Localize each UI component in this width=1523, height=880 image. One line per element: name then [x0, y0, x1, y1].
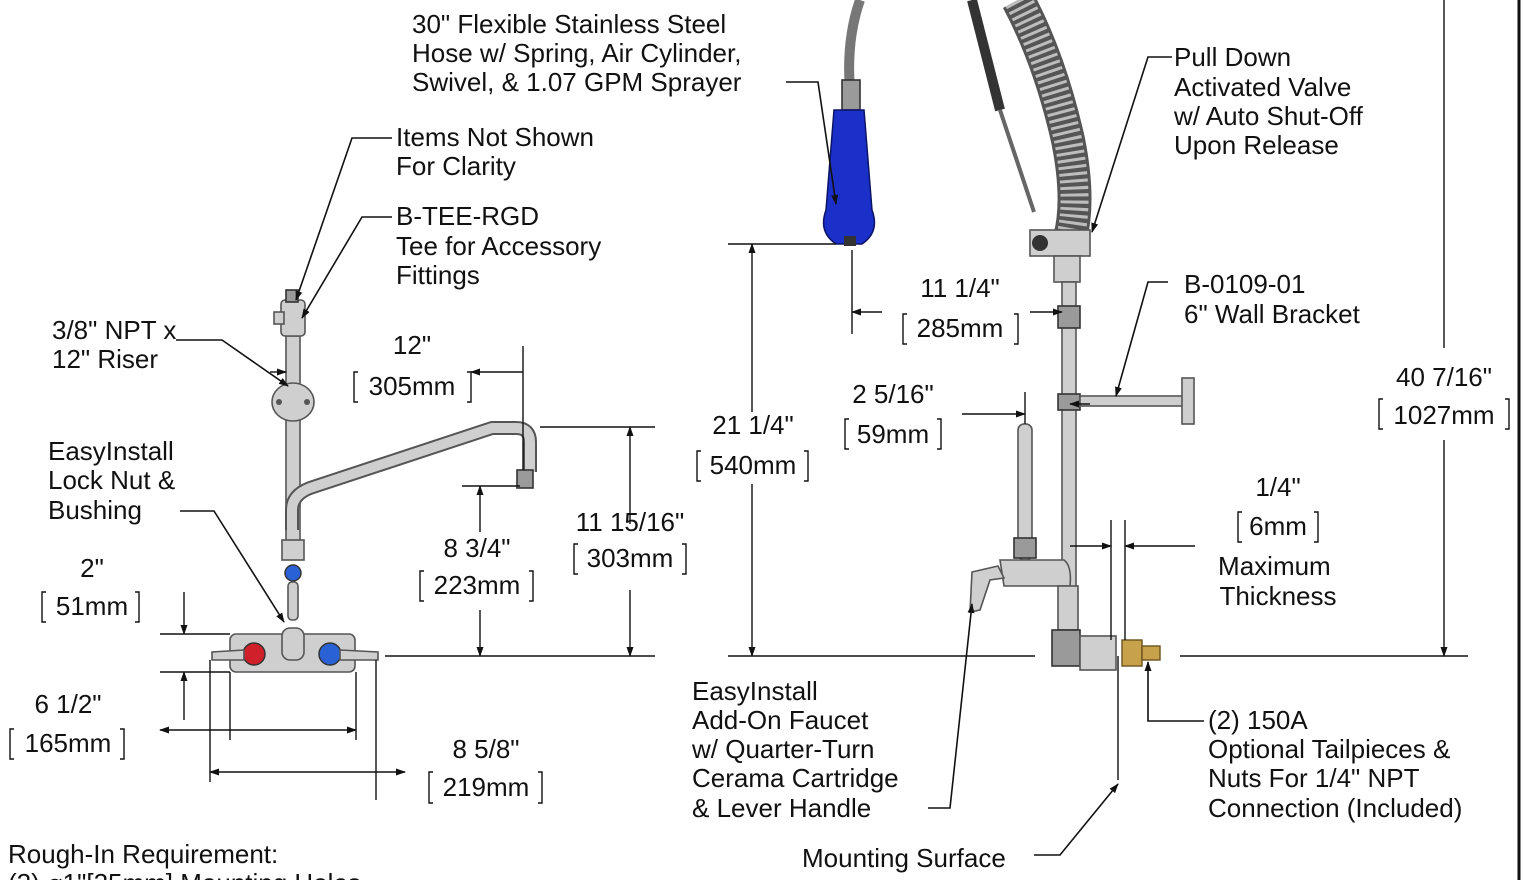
svg-text:540mm: 540mm: [710, 450, 797, 480]
dim-8-3-4in: 8 3/4" 223mm: [419, 533, 534, 602]
svg-text:305mm: 305mm: [369, 371, 456, 401]
dim-40-7-16in: 40 7/16" 1027mm: [1378, 362, 1510, 430]
sprayer-head: [822, 109, 876, 245]
svg-text:1027mm: 1027mm: [1393, 400, 1494, 430]
valve-callout: Pull Down Activated Valve w/ Auto Shut-O…: [1173, 42, 1370, 160]
svg-text:165mm: 165mm: [25, 728, 112, 758]
dim-2in: 2" 51mm: [41, 553, 140, 623]
svg-text:6 1/2": 6 1/2": [34, 689, 101, 719]
svg-text:1/4": 1/4": [1255, 472, 1300, 502]
left-dimension-lines: [159, 346, 655, 800]
rough-in-note: Rough-In Requirement: (2) ⌀1"[25mm] Moun…: [8, 839, 361, 880]
svg-text:40 7/16": 40 7/16": [1396, 362, 1492, 392]
tailpieces-callout: (2) 150A Optional Tailpieces & Nuts For …: [1208, 705, 1462, 823]
svg-text:2 5/16": 2 5/16": [852, 379, 934, 409]
left-leader-lines: [176, 137, 392, 623]
svg-text:303mm: 303mm: [587, 543, 674, 573]
max-thickness-callout: Maximum Thickness: [1218, 551, 1338, 611]
dim-1-4in: 1/4" 6mm: [1237, 472, 1319, 543]
callout-labels: 30" Flexible Stainless Steel Hose w/ Spr…: [8, 9, 1462, 880]
svg-text:11 1/4": 11 1/4": [920, 273, 1000, 303]
svg-text:223mm: 223mm: [434, 570, 521, 600]
svg-text:8 3/4": 8 3/4": [443, 533, 510, 563]
dim-6-1-2in: 6 1/2" 165mm: [9, 689, 125, 760]
svg-text:21 1/4": 21 1/4": [712, 410, 794, 440]
svg-text:12": 12": [393, 330, 431, 360]
svg-text:59mm: 59mm: [857, 419, 929, 449]
tee-callout: B-TEE-RGD Tee for Accessory Fittings: [396, 201, 608, 290]
svg-text:51mm: 51mm: [56, 591, 128, 621]
pre-rinse-unit-side-view: [822, 0, 1195, 671]
bracket-callout: B-0109-01 6" Wall Bracket: [1184, 269, 1361, 329]
hose-callout: 30" Flexible Stainless Steel Hose w/ Spr…: [412, 9, 749, 97]
svg-text:8 5/8": 8 5/8": [452, 734, 519, 764]
wall-mount-faucet-front-view: [211, 289, 537, 673]
dimension-values: 12" 305mm 11 15/16" 303mm 8 3/4" 223mm 2…: [9, 273, 1510, 804]
dim-8-5-8in: 8 5/8" 219mm: [428, 734, 543, 804]
right-leader-lines: [786, 56, 1204, 856]
mounting-surface-callout: Mounting Surface: [802, 843, 1006, 873]
right-dimension-lines: [728, 0, 1468, 780]
dim-12in: 12" 305mm: [353, 330, 472, 403]
dim-21-1-4in: 21 1/4" 540mm: [696, 410, 809, 482]
dim-11-1-4in: 11 1/4" 285mm: [902, 273, 1019, 345]
locknut-callout: EasyInstall Lock Nut & Bushing: [48, 436, 182, 525]
addon-faucet-callout: EasyInstall Add-On Faucet w/ Quarter-Tur…: [691, 676, 906, 823]
svg-text:6mm: 6mm: [1249, 511, 1307, 541]
dim-2-5-16in: 2 5/16" 59mm: [844, 379, 942, 450]
svg-text:11 15/16": 11 15/16": [576, 507, 685, 537]
items-not-shown-callout: Items Not Shown For Clarity: [396, 122, 601, 181]
svg-text:285mm: 285mm: [917, 313, 1004, 343]
svg-text:2": 2": [80, 553, 104, 583]
svg-text:219mm: 219mm: [443, 772, 530, 802]
riser-callout: 3/8" NPT x 12" Riser: [52, 315, 184, 374]
dim-11-15-16in: 11 15/16" 303mm: [573, 507, 687, 575]
